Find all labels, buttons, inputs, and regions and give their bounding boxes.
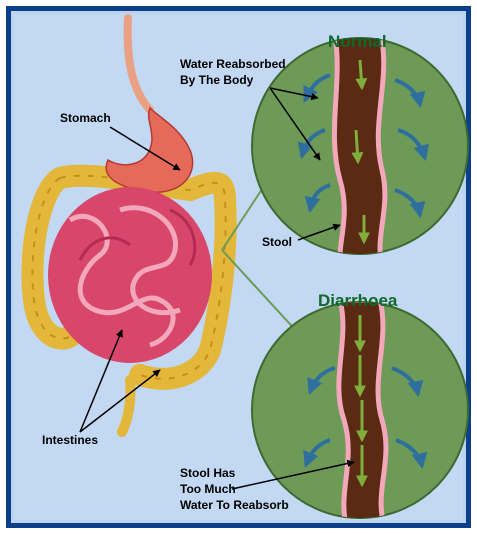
normal-title: Normal [328,32,387,51]
stool-has-label-line2: Too Much [180,482,236,496]
water-reabsorbed-label-line1: Water Reabsorbed [180,57,286,71]
stool-has-label-line1: Stool Has [180,466,236,480]
diarrhoea-title: Diarrhoea [318,291,398,310]
stool-has-label-line3: Water To Reabsorb [180,498,289,512]
stool-label: Stool [262,235,292,249]
water-reabsorbed-label-line2: By The Body [180,73,254,87]
intestines-label: Intestines [42,433,98,447]
stomach-label: Stomach [60,111,111,125]
